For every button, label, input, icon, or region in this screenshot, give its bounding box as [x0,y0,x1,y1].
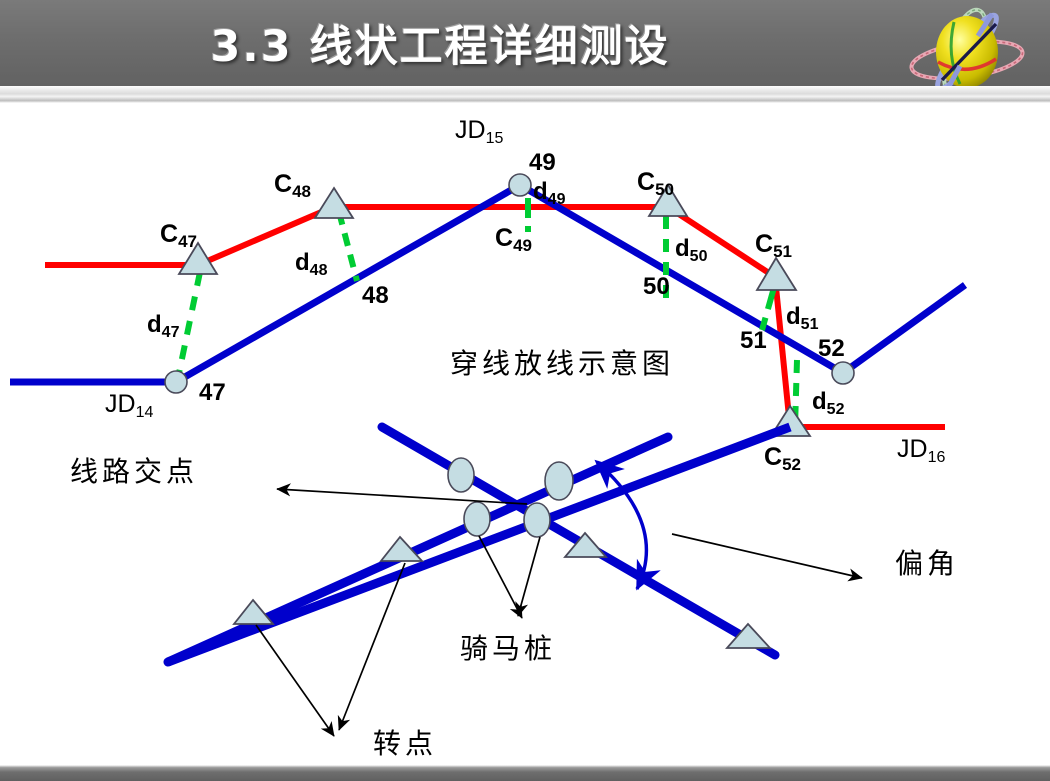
turning-point-marker-2 [379,535,425,562]
page-title: 3.3 线状工程详细测设 [210,22,670,72]
label-c47: C47 [160,220,197,251]
globe-atom-icon [909,7,1025,97]
label-station-51: 51 [740,327,767,354]
control-point-markers [177,183,812,437]
label-station-50: 50 [643,273,670,300]
lower-turning-point-markers [232,531,773,649]
label-jd14: JD14 [105,390,154,421]
lower-diagram-group [166,422,792,667]
label-c52: C52 [764,443,801,474]
slide-header-bar: 3.3 线状工程详细测设 [0,0,1050,97]
blue-route-line [10,181,968,386]
lower-blue-line-a [166,422,792,667]
control-marker-c51 [755,256,798,291]
leader-to-turning-point-right [337,562,406,731]
control-marker-c50 [647,183,689,217]
leader-to-straddle-stake-right [515,536,541,617]
label-station-52: 52 [818,335,845,362]
straddle-stake-upper-right [544,461,574,501]
caption-threading-diagram: 穿线放线示意图 [450,347,675,380]
deflection-angle-arc [594,459,661,591]
label-c49: C49 [495,224,532,255]
slide-footer-strip [0,765,1050,781]
control-marker-c48 [313,186,355,219]
label-station-47: 47 [199,379,226,406]
label-line-intersection: 线路交点 [70,455,199,488]
label-d47: d47 [147,311,180,341]
label-station-49: 49 [529,149,556,176]
turning-point-marker-4 [725,622,773,649]
straddle-stake-upper-left [447,457,475,493]
label-d52: d52 [812,388,845,418]
header-sheen-divider [0,86,1050,103]
red-control-line [45,204,945,430]
upper-diagram-group [10,173,968,437]
label-c48: C48 [274,170,311,201]
control-marker-c47 [177,241,219,275]
label-turning-point: 转点 [373,727,438,760]
offset-line-d51 [759,283,778,331]
label-d51: d51 [786,303,819,333]
label-station-48: 48 [362,282,389,309]
offset-line-d47 [175,271,203,379]
label-jd16: JD16 [897,435,946,466]
leader-to-straddle-stake-left [478,535,523,619]
leader-arrows [255,483,863,737]
label-d50: d50 [675,235,708,265]
leader-to-deflection-angle [671,533,863,582]
label-c50: C50 [637,168,674,199]
vertex-marker-47 [164,370,188,394]
label-straddle-stake: 骑马桩 [460,632,557,665]
label-d49: d49 [533,178,566,208]
offset-line-d48 [336,211,360,282]
green-offset-lines [175,198,800,428]
straddle-stake-lower-right [523,502,551,538]
straddle-stake-markers [447,457,574,538]
straddle-stake-lower-left [463,501,491,537]
label-c51: C51 [755,230,792,261]
label-d48: d48 [295,249,328,279]
label-jd15: JD15 [455,116,504,147]
label-deflection-angle: 偏角 [895,547,960,580]
vertex-marker-49 [508,173,532,197]
leader-to-intersection [276,483,528,505]
route-vertex-markers [164,173,855,394]
turning-point-marker-1 [232,598,275,625]
leader-to-turning-point-left [255,624,335,737]
vertex-marker-52 [831,361,855,385]
